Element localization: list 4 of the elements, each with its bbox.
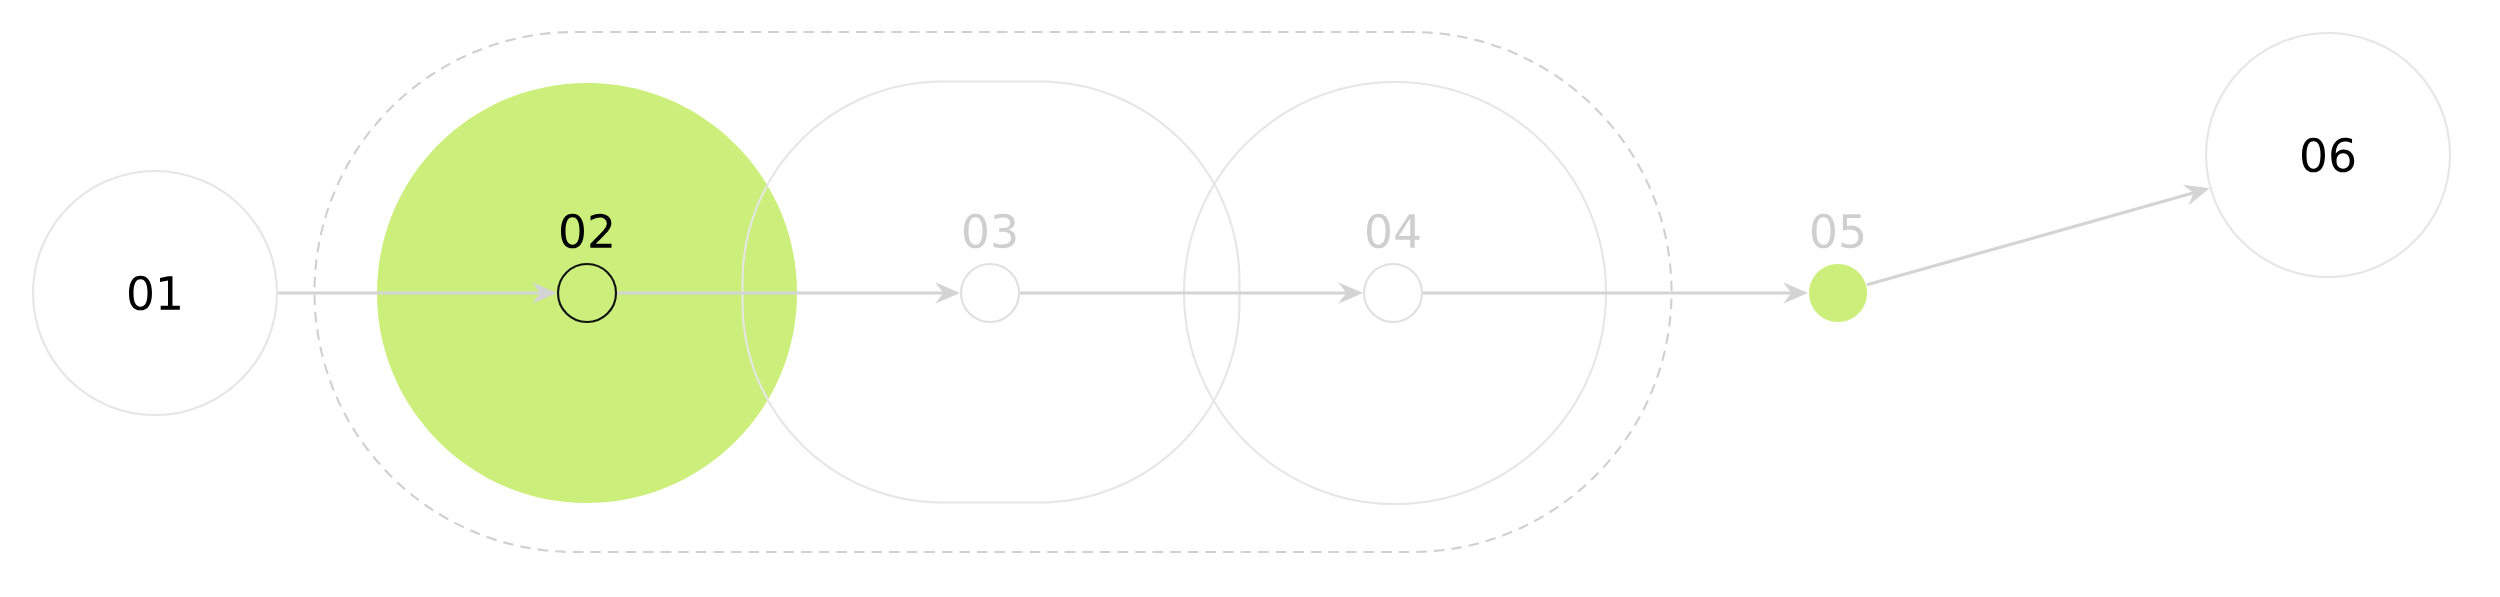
stage-circle [377,83,797,503]
stage-outline [741,80,1241,504]
group-outline [313,30,1673,554]
stage-circle [1182,80,1608,506]
